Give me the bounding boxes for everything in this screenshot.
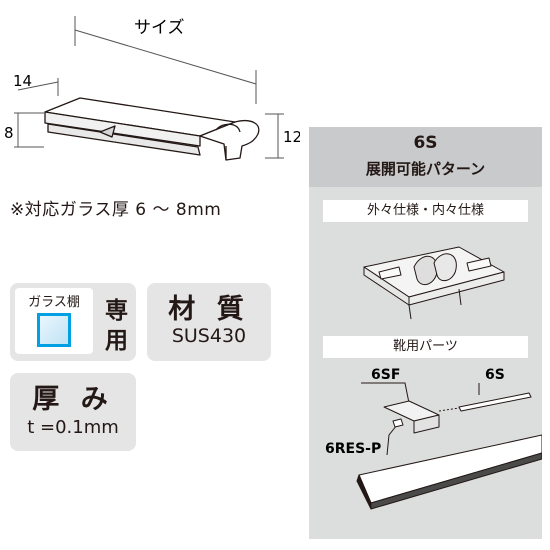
width-label: 14 <box>13 72 32 90</box>
material-title: 材 質 <box>168 294 250 325</box>
glass-pane-icon <box>37 313 71 347</box>
exclusive-char-2: 用 <box>105 328 128 354</box>
part-6res-p-shape <box>392 418 404 428</box>
panel-subtitle: 展開可能パターン <box>365 160 486 178</box>
glass-shelf-exclusive-badge: ガラス棚 専 用 <box>10 283 136 361</box>
glass-shelf-label: ガラス棚 <box>28 295 80 310</box>
leader-6sf <box>361 382 410 404</box>
product-dimension-drawing: サイズ 14 8 12 <box>4 16 300 161</box>
leader-6res-p <box>386 424 398 456</box>
part-label-6s: 6S <box>485 367 505 383</box>
material-badge: 材 質 SUS430 <box>147 283 271 361</box>
part-label-6res-p: 6RES-P <box>325 441 381 457</box>
clip-part <box>44 97 260 161</box>
material-value: SUS430 <box>171 325 247 347</box>
glass-thickness-note: ※対応ガラス厚 6 〜 8mm <box>10 200 222 220</box>
thickness-value: t =0.1mm <box>27 417 119 438</box>
size-dimension-line <box>74 29 257 85</box>
height-right-label: 12 <box>283 128 300 146</box>
section-shoe-parts: 靴用パーツ <box>323 336 528 358</box>
panel-header: 6S 展開可能パターン <box>309 127 542 187</box>
expansion-pattern-panel: 6S 展開可能パターン 外々仕様・内々仕様 靴用パーツ 6SF 6S 6RES-… <box>309 127 542 539</box>
thickness-title: 厚 み <box>32 384 114 415</box>
part-6s-shape <box>458 392 532 412</box>
section-outer-inner-spec: 外々仕様・内々仕様 <box>323 200 528 222</box>
shoe-parts-illustration: 6SF 6S 6RES-P <box>325 367 542 510</box>
glass-shelf-label-box: ガラス棚 <box>15 288 93 354</box>
width-dimension-line <box>17 81 59 91</box>
outer-inner-spec-illustration <box>363 246 505 320</box>
panel-title: 6S <box>413 133 438 153</box>
height-left-label: 8 <box>4 124 14 142</box>
thickness-badge: 厚 み t =0.1mm <box>10 373 136 451</box>
size-label: サイズ <box>134 18 185 38</box>
part-label-6sf: 6SF <box>371 367 400 383</box>
exclusive-char-1: 専 <box>105 298 128 324</box>
